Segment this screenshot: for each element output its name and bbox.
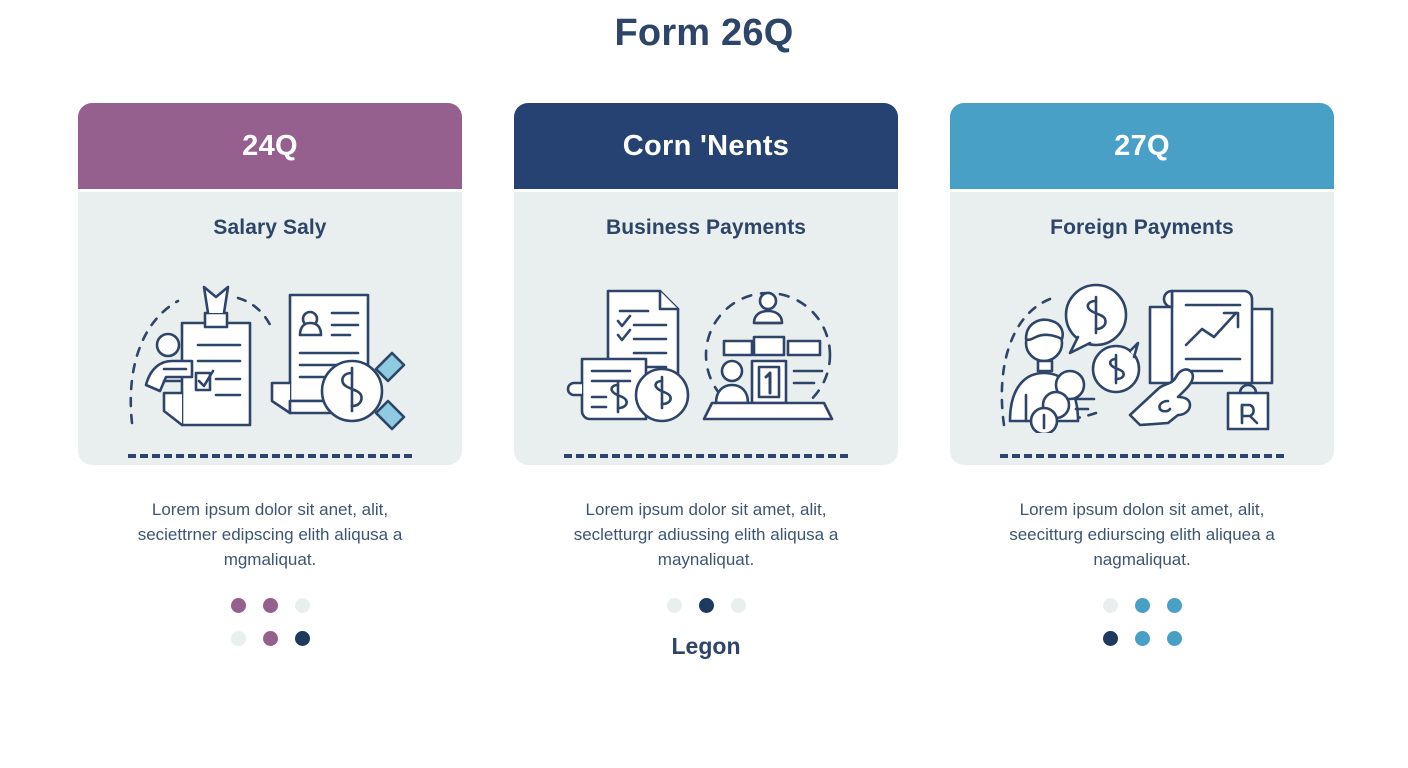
card-header-corn-nents: Corn 'Nents (514, 103, 898, 189)
card-header-label: 24Q (242, 129, 298, 162)
dot[interactable] (1166, 598, 1182, 613)
dashed-divider (1000, 454, 1284, 458)
card-description: Lorem ipsum dolor sit amet, alit, seclet… (573, 500, 839, 569)
card-header-label: 27Q (1114, 129, 1170, 162)
card-header-24q: 24Q (78, 103, 462, 189)
card-body-corn-nents: Business Payments (514, 192, 898, 465)
foreign-payment-person-chart-illustration (950, 240, 1334, 465)
card-body-24q: Salary Saly (78, 192, 462, 465)
dots-row (230, 598, 310, 613)
dot[interactable] (262, 631, 278, 646)
cards-row: 24Q Salary Saly (78, 103, 1334, 660)
page-title: Form 26Q (614, 12, 794, 54)
dot[interactable] (1134, 598, 1150, 613)
salary-clipboard-document-magnifier-illustration (78, 240, 462, 465)
dot[interactable] (230, 631, 246, 646)
dot[interactable] (730, 598, 746, 613)
dot[interactable] (262, 598, 278, 613)
dot[interactable] (666, 598, 682, 613)
dots-row (1102, 631, 1182, 646)
card-header-27q: 27Q (950, 103, 1334, 189)
card-header-label: Corn 'Nents (622, 129, 790, 162)
dot[interactable] (1166, 631, 1182, 646)
dots-block (666, 598, 746, 613)
dot[interactable] (294, 631, 310, 646)
dashed-divider (564, 454, 848, 458)
dot[interactable] (698, 598, 714, 613)
card-description: Lorem ipsum dolon sit amet, alit, seecit… (1009, 500, 1275, 569)
dots-row (230, 631, 310, 646)
dots-row (666, 598, 746, 613)
dots-block (230, 598, 310, 646)
invoice-coins-counter-illustration (514, 240, 898, 465)
card-subtitle: Foreign Payments (1050, 216, 1234, 239)
card-27q[interactable]: 27Q Foreign Payments (950, 103, 1334, 660)
dot[interactable] (1102, 598, 1118, 613)
card-description: Lorem ipsum dolor sit anet, alit, seciet… (137, 500, 403, 569)
dot[interactable] (294, 598, 310, 613)
card-corn-nents[interactable]: Corn 'Nents Business Payments (514, 103, 898, 660)
dashed-divider (128, 454, 412, 458)
dots-block (1102, 598, 1182, 646)
dot[interactable] (1134, 631, 1150, 646)
dots-row (1102, 598, 1182, 613)
card-body-27q: Foreign Payments (950, 192, 1334, 465)
card-24q[interactable]: 24Q Salary Saly (78, 103, 462, 660)
card-subtitle: Business Payments (605, 216, 807, 239)
legend-label: Legon (671, 633, 741, 659)
dot[interactable] (1102, 631, 1118, 646)
dot[interactable] (230, 598, 246, 613)
card-subtitle: Salary Saly (213, 216, 327, 239)
